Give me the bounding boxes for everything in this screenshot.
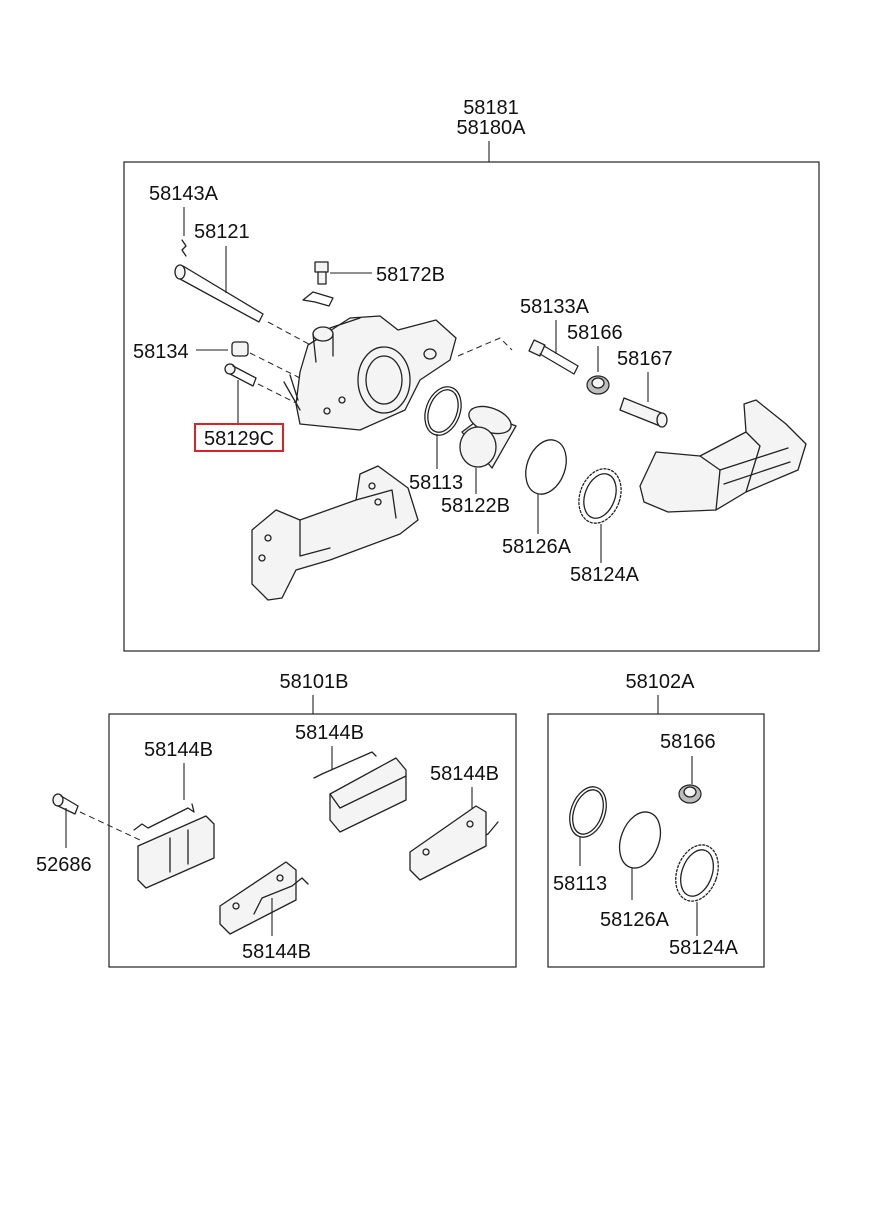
guide-boot-icon: [586, 375, 610, 395]
highlight-box: [194, 423, 284, 452]
label-58102a[interactable]: 58102A: [626, 671, 696, 693]
caliper-assembly-box: [123, 161, 820, 652]
label-58144b-left[interactable]: 58144B: [144, 739, 213, 761]
label-58129c[interactable]: 58129C: [204, 428, 274, 450]
caliper-assembly-group: 58181 58180A 58143A 58121 58172B 58134: [123, 97, 820, 652]
label-58144b-bottom[interactable]: 58144B: [242, 941, 311, 963]
brake-pad-icon-bottom: [219, 861, 297, 935]
label-58172b[interactable]: 58172B: [376, 264, 445, 286]
label-58166-kit[interactable]: 58166: [660, 731, 716, 753]
label-58113[interactable]: 58113: [409, 472, 463, 494]
pad-kit-box: [108, 713, 517, 968]
label-58166[interactable]: 58166: [567, 322, 623, 344]
piston-seal-icon: [424, 386, 462, 436]
pad-bolt-icon: [52, 793, 79, 815]
label-58121[interactable]: 58121: [194, 221, 250, 243]
pad-kit-group: 58101B 52686 58144B 58144B 58144B: [36, 671, 517, 968]
label-58143a[interactable]: 58143A: [149, 183, 219, 205]
label-58144b-right[interactable]: 58144B: [430, 763, 499, 785]
label-58124a-kit[interactable]: 58124A: [669, 937, 739, 959]
pin-clip-icon: [181, 239, 187, 257]
caliper-body-icon: [283, 315, 457, 431]
label-58180a[interactable]: 58180A: [457, 117, 527, 139]
label-58124a[interactable]: 58124A: [570, 564, 640, 586]
label-58101b[interactable]: 58101B: [280, 671, 349, 693]
bleeder-clip-icon: [302, 291, 334, 307]
seal-kit-box: [547, 713, 765, 968]
pad-spring-icon: [133, 803, 195, 831]
dust-boot-icon: [578, 468, 622, 524]
brake-pad-icon: [137, 815, 215, 889]
label-58122b[interactable]: 58122B: [441, 495, 510, 517]
seal-kit-group: 58102A 58166 58113 58126A 58124A: [547, 671, 765, 968]
guide-sleeve-icon: [619, 397, 668, 428]
label-58113-kit[interactable]: 58113: [553, 873, 607, 895]
carrier-bracket-icon: [251, 465, 419, 601]
pad-spring-icon-bottom: [253, 877, 309, 915]
label-58126a[interactable]: 58126A: [502, 536, 572, 558]
outer-housing-icon: [639, 399, 807, 513]
pin-bolt-icon: [528, 339, 579, 375]
label-58181[interactable]: 58181: [463, 97, 519, 119]
label-58134[interactable]: 58134: [133, 341, 189, 363]
label-52686[interactable]: 52686: [36, 854, 92, 876]
seal-ring-icon: [525, 439, 567, 495]
pad-spring-icon-top: [313, 751, 377, 779]
bolt-icon: [224, 363, 257, 387]
piston-icon: [459, 405, 517, 469]
kit-seal-icon: [569, 786, 607, 838]
bushing-icon: [231, 341, 249, 357]
guide-rod-icon: [174, 264, 264, 323]
brake-pad-icon-right: [409, 805, 487, 881]
label-58133a[interactable]: 58133A: [520, 296, 590, 318]
label-58144b-top[interactable]: 58144B: [295, 722, 364, 744]
kit-guide-boot-icon: [678, 784, 702, 804]
label-58167[interactable]: 58167: [617, 348, 673, 370]
label-58126a-kit[interactable]: 58126A: [600, 909, 670, 931]
brake-pad-icon-top: [329, 757, 407, 833]
kit-seal-ring-icon: [618, 811, 662, 869]
kit-dust-boot-icon: [675, 844, 719, 902]
bleeder-screw-icon: [314, 261, 329, 285]
